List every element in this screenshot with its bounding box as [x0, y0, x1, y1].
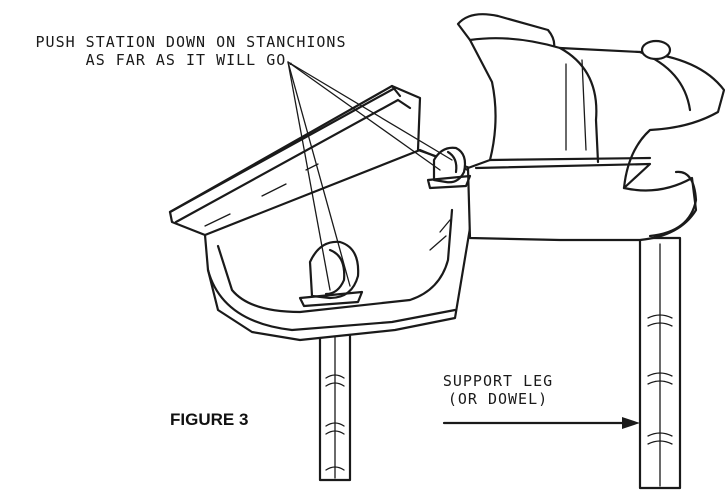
figure-label: FIGURE 3 — [170, 410, 249, 429]
leader-lines — [287, 61, 453, 291]
support-note-line-2: (OR DOWEL) — [447, 390, 549, 408]
push-note-line-1: PUSH STATION DOWN ON STANCHIONS — [35, 33, 347, 51]
left-support-leg — [318, 328, 352, 482]
right-support-leg — [638, 236, 682, 490]
push-note-line-2: AS FAR AS IT WILL GO. — [85, 51, 297, 69]
stanchion-clip-rear — [426, 146, 472, 190]
support-leg-arrow — [442, 417, 640, 429]
support-leg-note: SUPPORT LEG(OR DOWEL) — [438, 372, 558, 408]
station-platform — [168, 84, 472, 342]
stanchion-clip-front — [298, 240, 364, 308]
support-note-line-1: SUPPORT LEG — [442, 372, 554, 390]
station-housing — [456, 13, 725, 242]
